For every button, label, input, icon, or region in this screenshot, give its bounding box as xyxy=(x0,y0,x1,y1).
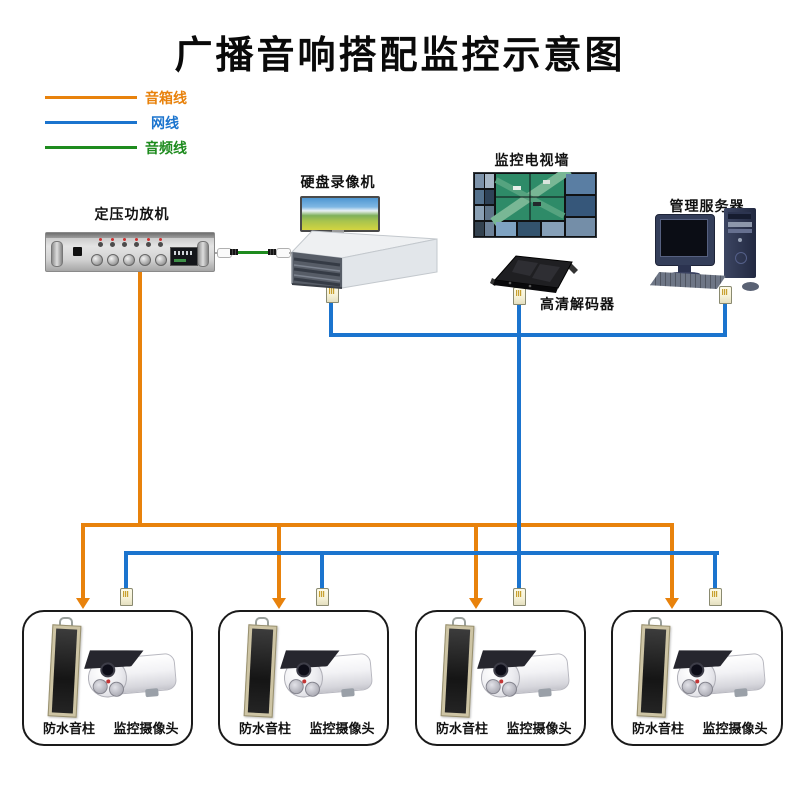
arrow-down-icon xyxy=(665,598,679,609)
waterproof-speaker-image xyxy=(636,617,671,720)
tower-power-button xyxy=(738,238,742,242)
legend-label-audio-wire: 音频线 xyxy=(145,141,187,157)
speaker-grille xyxy=(47,624,82,718)
legend-item-speaker-wire: 音箱线 xyxy=(45,88,265,108)
speaker-grille xyxy=(636,624,671,718)
speaker-hook xyxy=(59,617,73,628)
dvr-rack-image xyxy=(290,230,438,289)
legend-item-audio-wire: 音频线 xyxy=(45,138,265,158)
computer-screen xyxy=(660,219,708,257)
rj45-connector-icon xyxy=(120,588,133,606)
terminal-box: 防水音柱 监控摄像头 xyxy=(22,610,193,746)
terminal-box: 防水音柱 监控摄像头 xyxy=(415,610,586,746)
rj45-connector-icon xyxy=(513,588,526,606)
terminal-box: 防水音柱 监控摄像头 xyxy=(611,610,783,746)
arrow-down-icon xyxy=(469,598,483,609)
terminal-box: 防水音柱 监控摄像头 xyxy=(218,610,389,746)
arrow-down-icon xyxy=(272,598,286,609)
page-title: 广播音响搭配监控示意图 xyxy=(174,33,626,77)
server-computer-image xyxy=(650,208,766,300)
network-wire-server xyxy=(723,300,727,337)
speaker-hook xyxy=(255,617,269,628)
camera-ir-led xyxy=(304,681,321,698)
audio-cable-collar xyxy=(230,249,238,255)
tower-logo xyxy=(735,252,747,264)
camera-label: 监控摄像头 xyxy=(113,722,179,737)
amplifier-label: 定压功放机 xyxy=(94,207,170,223)
legend-label-network-wire: 网线 xyxy=(151,116,179,132)
speaker-label: 防水音柱 xyxy=(631,722,684,737)
network-wire-camera-drop-3 xyxy=(517,555,521,589)
rj45-connector-icon xyxy=(316,588,329,606)
camera-label: 监控摄像头 xyxy=(309,722,375,737)
speaker-hook xyxy=(648,617,662,628)
legend-label-speaker-wire: 音箱线 xyxy=(145,91,187,107)
camera-label: 监控摄像头 xyxy=(702,722,768,737)
speaker-wire-bus xyxy=(81,523,674,527)
audio-wire-swatch xyxy=(45,146,137,149)
rj45-connector-icon xyxy=(719,286,732,304)
network-wire-camera-drop-4 xyxy=(713,555,717,589)
mouse xyxy=(742,282,759,291)
speaker-wire-feed xyxy=(138,268,142,527)
keyboard xyxy=(650,272,726,289)
network-wire-camera-drop-1 xyxy=(124,555,128,589)
camera-ir-led xyxy=(501,681,518,698)
camera-image xyxy=(85,642,186,712)
computer-tower xyxy=(724,208,756,278)
decoder-label: 高清解码器 xyxy=(540,297,615,313)
camera-mount xyxy=(341,688,355,698)
speaker-label: 防水音柱 xyxy=(42,722,95,737)
speaker-label: 防水音柱 xyxy=(435,722,488,737)
waterproof-speaker-image xyxy=(243,617,278,720)
camera-mount xyxy=(538,688,552,698)
waterproof-speaker-image xyxy=(440,617,475,720)
amplifier-handle xyxy=(51,241,63,267)
network-wire-decoder xyxy=(517,302,521,555)
audio-cable-collar xyxy=(268,249,276,255)
tower-vent xyxy=(728,212,751,219)
network-wire-dvr xyxy=(329,300,333,337)
speaker-grille xyxy=(440,624,475,718)
speaker-wire-drop-4 xyxy=(670,527,674,599)
power-button-icon xyxy=(73,247,82,256)
speaker-hook xyxy=(452,617,466,628)
speaker-wire-drop-3 xyxy=(474,527,478,599)
legend-item-network-wire: 网线 xyxy=(45,113,265,133)
camera-image xyxy=(674,642,775,712)
tower-drive-bay xyxy=(728,229,752,233)
audio-cable-wire xyxy=(238,251,268,254)
camera-image xyxy=(478,642,579,712)
network-wire-camera-drop-2 xyxy=(320,555,324,589)
tv-wall-image xyxy=(473,172,597,238)
monitor-stand xyxy=(678,265,691,273)
amplifier-handle xyxy=(197,241,209,267)
amplifier-image xyxy=(45,232,215,272)
tv-wall-label: 监控电视墙 xyxy=(494,153,570,169)
amplifier-indicator-knobs xyxy=(98,238,163,247)
camera-mount xyxy=(734,688,748,698)
decoder-image xyxy=(490,255,578,293)
camera-mount xyxy=(145,688,159,698)
waterproof-speaker-image xyxy=(47,617,82,720)
dvr-label: 硬盘录像机 xyxy=(300,175,376,191)
amplifier-display xyxy=(170,247,198,266)
camera-ir-led xyxy=(697,681,714,698)
arrow-down-icon xyxy=(76,598,90,609)
camera-ir-led xyxy=(108,681,125,698)
speaker-wire-swatch xyxy=(45,96,137,99)
camera-label: 监控摄像头 xyxy=(506,722,572,737)
network-wire-swatch xyxy=(45,121,137,124)
speaker-label: 防水音柱 xyxy=(238,722,291,737)
speaker-grille xyxy=(243,624,278,718)
speaker-wire-drop-2 xyxy=(277,527,281,599)
speaker-wire-drop-1 xyxy=(81,527,85,599)
camera-image xyxy=(281,642,382,712)
network-wire-bus-top xyxy=(329,333,727,337)
rj45-connector-icon xyxy=(709,588,722,606)
network-wire-bus-bottom xyxy=(124,551,719,555)
tower-drive-bay xyxy=(728,222,752,227)
